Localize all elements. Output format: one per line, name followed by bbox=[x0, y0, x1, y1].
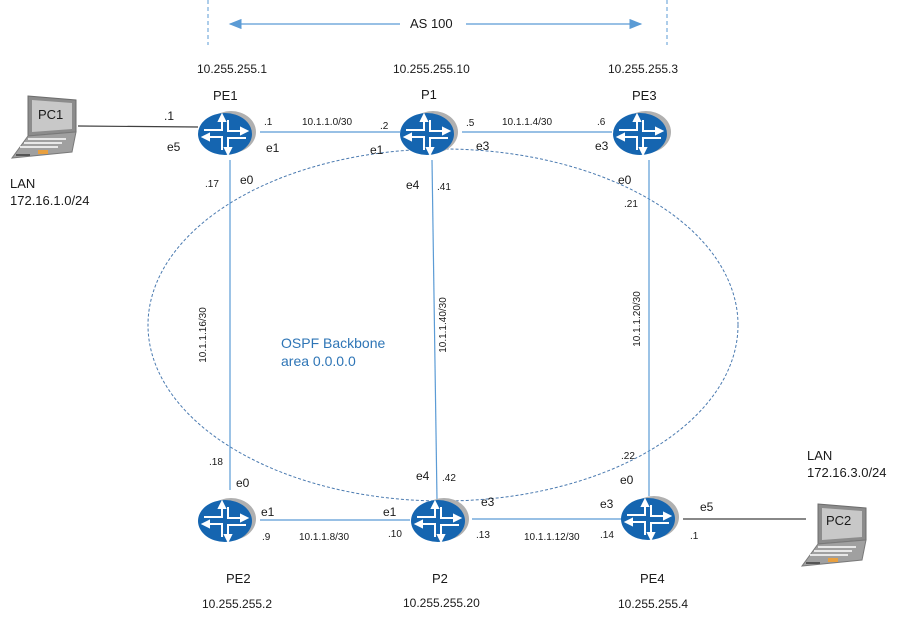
host-name: PC2 bbox=[826, 513, 852, 528]
pe2-e1-ip: .9 bbox=[262, 532, 271, 543]
as-label: AS 100 bbox=[404, 16, 459, 31]
p2-e4-if: e4 bbox=[416, 469, 430, 483]
router-pe1[interactable] bbox=[196, 110, 258, 157]
host-name: PC1 bbox=[38, 107, 64, 122]
p1-e1-if: e1 bbox=[370, 143, 384, 157]
pe4-loopback: 10.255.255.4 bbox=[618, 597, 689, 611]
router-p2[interactable] bbox=[409, 497, 471, 544]
pc2-lan-label: LAN bbox=[807, 448, 833, 463]
p2-e3-if: e3 bbox=[481, 495, 495, 509]
host-pc2[interactable]: PC2 bbox=[796, 500, 868, 572]
pe2-loopback: 10.255.255.2 bbox=[202, 597, 273, 611]
pe4-e3-if: e3 bbox=[600, 497, 614, 511]
router-icon bbox=[198, 498, 256, 544]
pe3-loopback: 10.255.255.3 bbox=[608, 62, 679, 76]
pe3-e0-if: e0 bbox=[618, 173, 632, 187]
subnet-pe3-pe4: 10.1.1.20/30 bbox=[631, 291, 643, 347]
pe3-name: PE3 bbox=[632, 88, 657, 103]
router-icon bbox=[613, 111, 671, 157]
subnet-pe1-pe2: 10.1.1.16/30 bbox=[197, 307, 209, 363]
p1-e3-if: e3 bbox=[476, 139, 490, 153]
link-pc1-pe1 bbox=[77, 125, 199, 128]
pe2-e0-ip: .18 bbox=[209, 457, 223, 468]
p1-e4-ip: .41 bbox=[437, 182, 451, 193]
ospf-area-id: area 0.0.0.0 bbox=[281, 353, 356, 369]
p1-name: P1 bbox=[421, 87, 437, 102]
pe1-e5-if: e5 bbox=[167, 140, 181, 154]
p2-e3-ip: .13 bbox=[476, 530, 490, 541]
pe3-e3-ip: .6 bbox=[597, 117, 606, 128]
ospf-area-title: OSPF Backbone bbox=[281, 335, 386, 351]
laptop-icon bbox=[10, 95, 77, 159]
subnet-p2-pe4: 10.1.1.12/30 bbox=[524, 532, 580, 543]
p2-e1-ip: .10 bbox=[388, 529, 402, 540]
pe4-e5-ip: .1 bbox=[690, 531, 699, 542]
subnet-pe2-p2: 10.1.1.8/30 bbox=[299, 532, 350, 543]
router-icon bbox=[198, 111, 256, 157]
p2-e1-if: e1 bbox=[383, 505, 397, 519]
router-icon bbox=[411, 498, 469, 544]
link-p1-p2 bbox=[431, 159, 438, 501]
pc1-lan-subnet: 172.16.1.0/24 bbox=[10, 193, 90, 208]
pe1-loopback: 10.255.255.1 bbox=[197, 62, 268, 76]
pe1-e0-if: e0 bbox=[240, 173, 254, 187]
pe4-name: PE4 bbox=[640, 571, 665, 586]
p2-e4-ip: .42 bbox=[442, 473, 456, 484]
pe1-e5-ip: .1 bbox=[164, 109, 175, 123]
subnet-p1-p2: 10.1.1.40/30 bbox=[437, 297, 449, 353]
pe1-e1-if: e1 bbox=[266, 141, 280, 155]
pe3-e3-if: e3 bbox=[595, 139, 609, 153]
p2-loopback: 10.255.255.20 bbox=[403, 596, 480, 610]
router-pe3[interactable] bbox=[611, 110, 673, 157]
laptop-icon bbox=[800, 503, 867, 567]
pe2-e1-if: e1 bbox=[261, 505, 275, 519]
p2-name: P2 bbox=[432, 571, 448, 586]
pe1-name: PE1 bbox=[213, 88, 238, 103]
pe4-e0-if: e0 bbox=[620, 473, 634, 487]
pe1-e1-ip: .1 bbox=[264, 117, 273, 128]
router-pe4[interactable] bbox=[619, 495, 681, 542]
pe4-e5-if: e5 bbox=[700, 500, 714, 514]
pe2-e0-if: e0 bbox=[236, 476, 250, 490]
p1-e4-if: e4 bbox=[406, 178, 420, 192]
p1-loopback: 10.255.255.10 bbox=[393, 62, 470, 76]
router-icon bbox=[400, 111, 458, 157]
p1-e3-ip: .5 bbox=[466, 118, 475, 129]
pe4-e0-ip: .22 bbox=[621, 451, 635, 462]
pe4-e3-ip: .14 bbox=[600, 530, 614, 541]
host-pc1[interactable]: PC1 bbox=[6, 92, 78, 164]
p1-e1-ip: .2 bbox=[380, 121, 389, 132]
router-pe2[interactable] bbox=[196, 497, 258, 544]
pc1-lan-label: LAN bbox=[10, 176, 36, 191]
subnet-p1-pe3: 10.1.1.4/30 bbox=[502, 117, 553, 128]
pe1-e0-ip: .17 bbox=[205, 179, 219, 190]
router-icon bbox=[621, 496, 679, 542]
subnet-pe1-p1: 10.1.1.0/30 bbox=[302, 117, 353, 128]
router-p1[interactable] bbox=[398, 110, 460, 157]
pe2-name: PE2 bbox=[226, 571, 251, 586]
pc2-lan-subnet: 172.16.3.0/24 bbox=[807, 465, 887, 480]
pe3-e0-ip: .21 bbox=[624, 199, 638, 210]
